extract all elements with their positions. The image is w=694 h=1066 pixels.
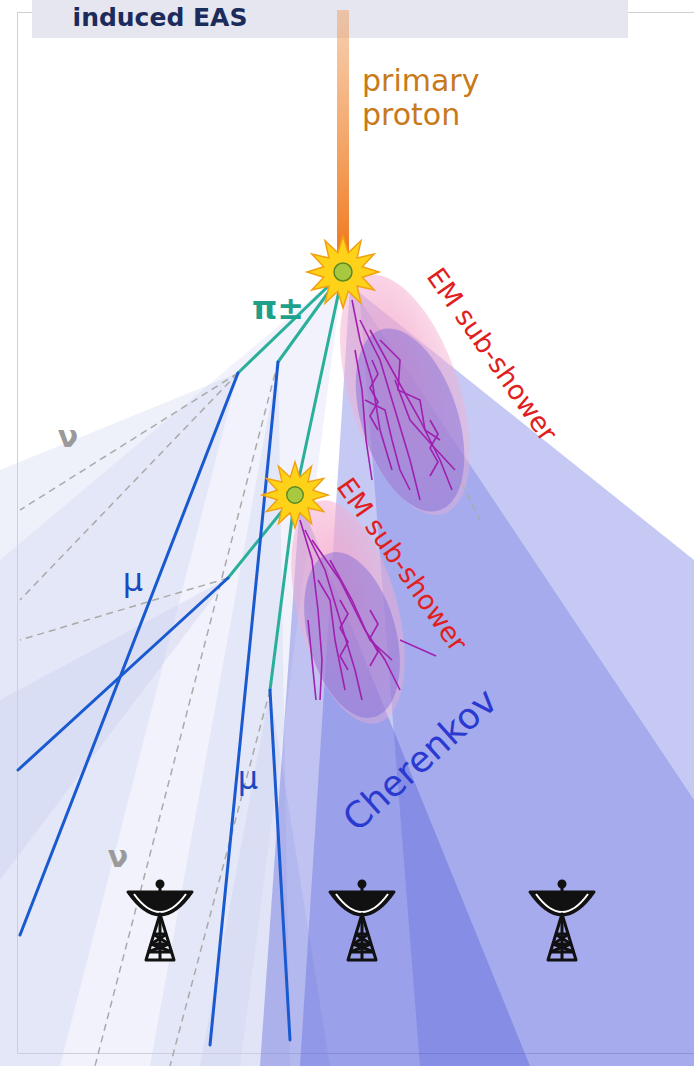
particle-label: μ: [123, 562, 143, 599]
particle-label: μ: [238, 760, 258, 797]
particle-label: primary proton: [362, 64, 502, 133]
particle-label: ν: [108, 840, 128, 875]
particle-label: π±: [252, 290, 304, 327]
diagram-title: induced EAS: [73, 4, 248, 33]
particle-label: ν: [58, 420, 78, 455]
